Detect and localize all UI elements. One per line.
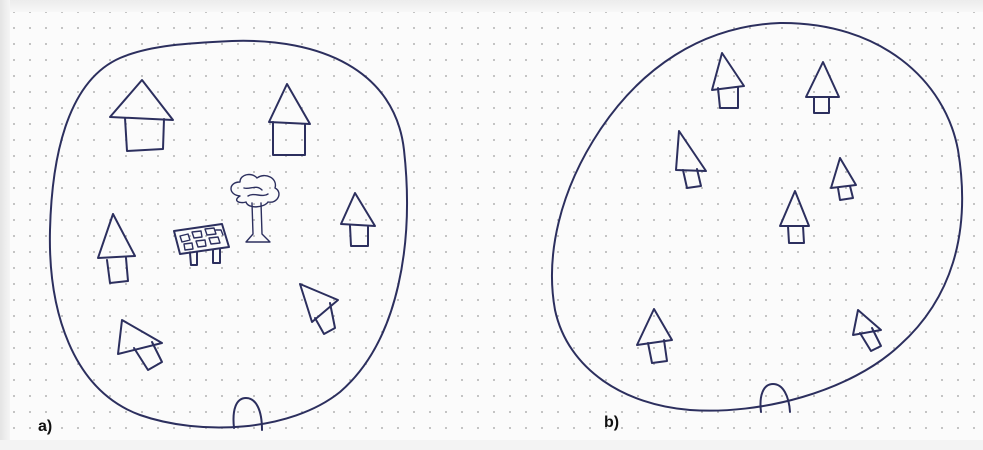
tent-icon — [676, 131, 706, 188]
tent-icon — [780, 191, 809, 243]
panel-b-entrance — [761, 384, 791, 412]
tent-icon — [300, 284, 338, 334]
tree-icon — [231, 175, 279, 242]
panel-a-boundary — [50, 41, 407, 428]
tent-icon — [806, 62, 839, 113]
panel-label-b: b) — [604, 414, 619, 432]
tent-icon — [341, 193, 375, 246]
panel-b-boundary — [552, 23, 962, 411]
tent-icon — [853, 310, 881, 351]
tent-icon — [637, 309, 672, 363]
panel-label-a: a) — [38, 418, 52, 436]
house-icon — [110, 80, 173, 151]
tent-icon — [831, 158, 856, 200]
stone-table-icon — [174, 224, 229, 265]
house-icon — [269, 84, 310, 155]
tent-icon — [98, 214, 135, 283]
panel-b-sketch — [552, 23, 962, 412]
tent-icon — [712, 53, 744, 108]
tent-icon — [118, 320, 162, 370]
panel-a-sketch — [50, 41, 407, 430]
